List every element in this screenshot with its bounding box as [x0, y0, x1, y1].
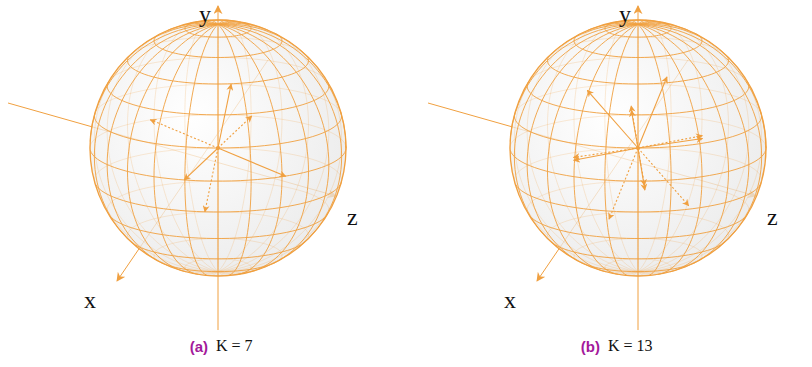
- sphere-grid-line: [161, 263, 250, 272]
- sphere-grid-line: [528, 58, 746, 83]
- axis-label: y: [199, 2, 211, 26]
- sphere-panel: [8, 6, 346, 330]
- sphere-grid-line: [250, 262, 276, 270]
- axis-label: z: [767, 205, 778, 229]
- center-dot: [216, 146, 220, 150]
- sphere-grid-line: [131, 242, 263, 259]
- sphere-grid-line: [693, 214, 747, 235]
- sphere-grid-line: [107, 24, 218, 263]
- sphere-grid-line: [551, 242, 683, 259]
- sphere-grid-line: [280, 182, 342, 207]
- sphere-outline: [90, 20, 346, 276]
- sphere-grid-line: [527, 24, 638, 263]
- sphere-grid-line: [638, 23, 688, 30]
- sphere-grid-line: [700, 112, 762, 144]
- sphere-grid-line: [273, 214, 327, 235]
- sphere-grid-line: [574, 34, 670, 57]
- subfigure-tag: (b): [581, 339, 600, 354]
- direction-arrow: [218, 148, 286, 176]
- sphere-grid-line: [198, 272, 218, 275]
- sphere-grid-line: [618, 272, 638, 275]
- direction-arrow: [638, 77, 667, 148]
- axis-label: x: [504, 288, 516, 312]
- sphere-grid-line: [638, 24, 766, 148]
- sphere-grid-line: [670, 262, 696, 270]
- sphere-grid-line: [638, 21, 655, 24]
- sphere-grid-line: [96, 184, 280, 212]
- sphere-grid-line: [280, 112, 342, 144]
- direction-arrow: [205, 148, 218, 212]
- sphere-grid-line: [208, 272, 218, 276]
- sphere-grid-line: [127, 56, 263, 84]
- sphere-grid-line: [700, 182, 762, 207]
- subfigure-tag: (a): [190, 339, 208, 354]
- direction-arrow: [184, 148, 218, 180]
- sphere-grid-line: [702, 146, 766, 177]
- sphere-grid-line: [95, 84, 341, 114]
- axis-label: x: [84, 288, 96, 312]
- subfigure-caption: K = 7: [216, 338, 253, 354]
- sphere-grid-line: [527, 82, 693, 115]
- sphere-grid-line: [530, 216, 694, 239]
- sphere-grid-line: [547, 56, 683, 84]
- sphere-grid-line: [107, 82, 273, 115]
- direction-arrow: [150, 120, 218, 148]
- sphere-outline: [510, 20, 766, 276]
- sphere-grid-line: [515, 84, 761, 114]
- sphere-grid-line: [218, 24, 342, 237]
- sphere-grid-line: [218, 24, 305, 54]
- sphere-grid-line: [628, 272, 638, 276]
- direction-arrow: [587, 90, 638, 148]
- direction-arrow: [638, 148, 645, 190]
- sphere-grid-line: [693, 80, 748, 111]
- sphere-grid-line: [638, 24, 725, 54]
- direction-arrow: [638, 148, 645, 185]
- sphere-grid-line: [154, 34, 250, 57]
- sphere-grid-line: [638, 24, 749, 263]
- direction-arrow: [638, 136, 702, 148]
- sphere-grid-line: [638, 20, 647, 24]
- sphere-grid-line: [605, 20, 671, 37]
- sphere-grid-line: [670, 33, 702, 55]
- subfigure-caption: K = 13: [608, 338, 653, 354]
- sphere-grid-line: [516, 184, 700, 212]
- sphere-grid-line: [683, 54, 728, 81]
- sphere-grid-line: [218, 21, 235, 24]
- sphere-grid-line: [510, 150, 702, 181]
- sphere-grid-line: [683, 240, 726, 255]
- axis-label: z: [347, 205, 358, 229]
- axis-label: y: [619, 2, 631, 26]
- sphere-grid-line: [94, 114, 279, 148]
- direction-arrow: [631, 106, 638, 148]
- sphere-grid-line: [108, 58, 326, 83]
- sphere-grid-line: [263, 54, 308, 81]
- sphere-grid-line: [90, 150, 282, 181]
- sphere-grid-line: [581, 263, 670, 272]
- sphere-grid-line: [638, 24, 762, 237]
- center-dot: [636, 146, 640, 150]
- sphere-grid-line: [218, 272, 228, 276]
- sphere-grid-line: [218, 20, 227, 24]
- sphere-grid-line: [218, 24, 329, 263]
- direction-arrow: [574, 148, 638, 160]
- y-axis: [638, 6, 639, 330]
- sphere-grid-line: [273, 80, 328, 111]
- sphere-grid-line: [638, 272, 648, 276]
- sphere-grid-line: [110, 216, 274, 239]
- direction-arrow: [609, 148, 638, 219]
- direction-arrow: [638, 148, 689, 206]
- direction-arrow: [218, 84, 231, 148]
- sphere-grid-line: [218, 24, 346, 148]
- sphere-panel: [428, 6, 766, 330]
- sphere-grid-line: [218, 23, 268, 30]
- y-axis: [218, 6, 219, 330]
- sphere-grid-line: [250, 33, 282, 55]
- sphere-grid-line: [263, 240, 306, 255]
- sphere-grid-line: [282, 146, 346, 177]
- sphere-grid-line: [185, 20, 251, 37]
